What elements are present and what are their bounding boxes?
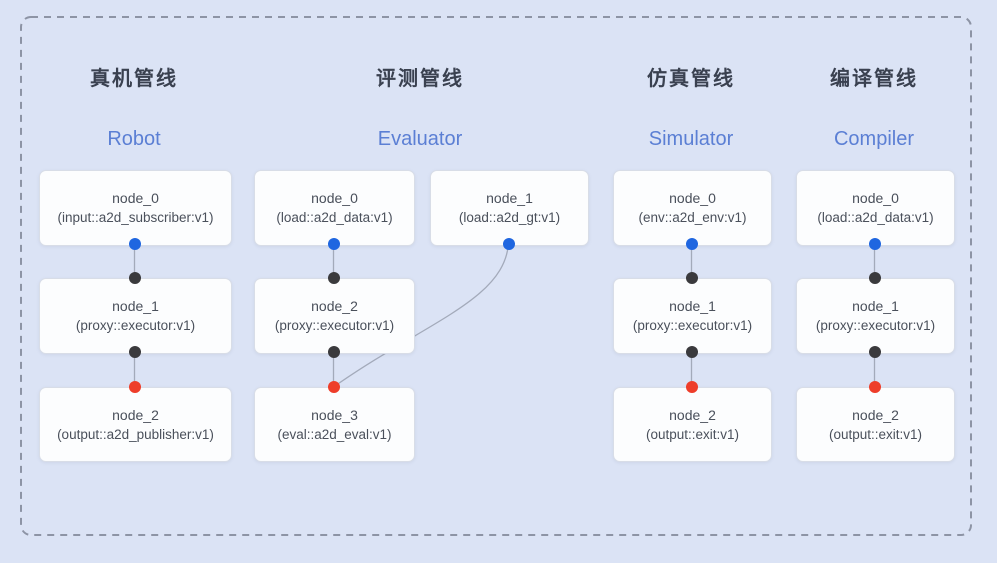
node-type: (load::a2d_data:v1) [276, 210, 393, 225]
mid-port-dot [128, 345, 141, 358]
node-type: (eval::a2d_eval:v1) [277, 426, 392, 442]
node-type: (output::exit:v1) [828, 426, 923, 442]
pipeline-title-zh: 编译管线 [830, 68, 918, 90]
node-name: node_1 [486, 190, 533, 206]
node-type: (load::a2d_data:v1) [817, 210, 934, 225]
node-type: (input::a2d_subscriber:v1) [57, 210, 214, 225]
node-robot-1: node_1 (proxy::executor:v1) [39, 278, 232, 354]
mid-port-dot [128, 272, 141, 284]
node-type: (proxy::executor:v1) [75, 318, 196, 333]
mid-port-dot [327, 272, 340, 284]
mid-port-dot [685, 272, 698, 284]
node-compiler-1: node_1 (proxy::executor:v1) [796, 278, 955, 354]
input-port-dot [868, 237, 881, 250]
mid-port-dot [868, 345, 881, 358]
node-simulator-0: node_0 (env::a2d_env:v1) [613, 170, 772, 246]
node-simulator-1: node_1 (proxy::executor:v1) [613, 278, 772, 354]
input-port-dot [128, 237, 141, 250]
node-name: node_0 [311, 190, 358, 206]
node-type: (proxy::executor:v1) [632, 318, 753, 333]
node-name: node_1 [669, 298, 716, 314]
node-type: (output::a2d_publisher:v1) [57, 426, 214, 442]
node-compiler-2: node_2 (output::exit:v1) [796, 387, 955, 462]
node-robot-2: node_2 (output::a2d_publisher:v1) [39, 387, 232, 462]
node-name: node_2 [112, 406, 159, 423]
node-compiler-0: node_0 (load::a2d_data:v1) [796, 170, 955, 246]
pipeline-title-zh: 仿真管线 [647, 68, 735, 90]
node-name: node_0 [112, 190, 159, 206]
output-port-dot [327, 381, 340, 393]
pipeline-title-en: Compiler [833, 128, 915, 150]
node-evaluator-0: node_0 (load::a2d_data:v1) [254, 170, 415, 246]
node-name: node_3 [311, 406, 358, 423]
node-evaluator-1: node_1 (load::a2d_gt:v1) [430, 170, 589, 246]
node-type: (proxy::executor:v1) [815, 318, 936, 333]
mid-port-dot [685, 345, 698, 358]
node-type: (load::a2d_gt:v1) [458, 210, 561, 225]
mid-port-dot [868, 272, 881, 284]
node-name: node_0 [852, 190, 899, 206]
output-port-dot [868, 381, 881, 393]
pipeline-title-en: Evaluator [377, 128, 463, 150]
node-name: node_0 [669, 190, 716, 206]
node-simulator-2: node_2 (output::exit:v1) [613, 387, 772, 462]
node-name: node_2 [311, 298, 358, 314]
pipeline-title-zh: 评测管线 [376, 68, 464, 90]
input-port-dot [502, 237, 515, 250]
node-name: node_2 [852, 406, 899, 423]
output-port-dot [128, 381, 141, 393]
node-name: node_1 [852, 298, 899, 314]
output-port-dot [685, 381, 698, 393]
node-type: (env::a2d_env:v1) [638, 210, 747, 225]
header-simulator: 仿真管线 Simulator [571, 62, 811, 151]
pipeline-title-zh: 真机管线 [90, 68, 178, 90]
input-port-dot [327, 237, 340, 250]
node-evaluator-3: node_3 (eval::a2d_eval:v1) [254, 387, 415, 462]
dashed-border [20, 16, 972, 536]
header-evaluator: 评测管线 Evaluator [300, 62, 540, 151]
node-type: (proxy::executor:v1) [274, 318, 395, 333]
evaluator-gt-curve-edge [333, 243, 510, 388]
pipeline-title-en: Simulator [648, 128, 734, 150]
node-name: node_1 [112, 298, 159, 314]
node-type: (output::exit:v1) [645, 426, 740, 442]
input-port-dot [685, 237, 698, 250]
node-robot-0: node_0 (input::a2d_subscriber:v1) [39, 170, 232, 246]
header-robot: 真机管线 Robot [14, 62, 254, 151]
node-evaluator-2: node_2 (proxy::executor:v1) [254, 278, 415, 354]
node-name: node_2 [669, 406, 716, 423]
mid-port-dot [327, 345, 340, 358]
header-compiler: 编译管线 Compiler [754, 62, 994, 151]
pipeline-title-en: Robot [107, 128, 161, 150]
